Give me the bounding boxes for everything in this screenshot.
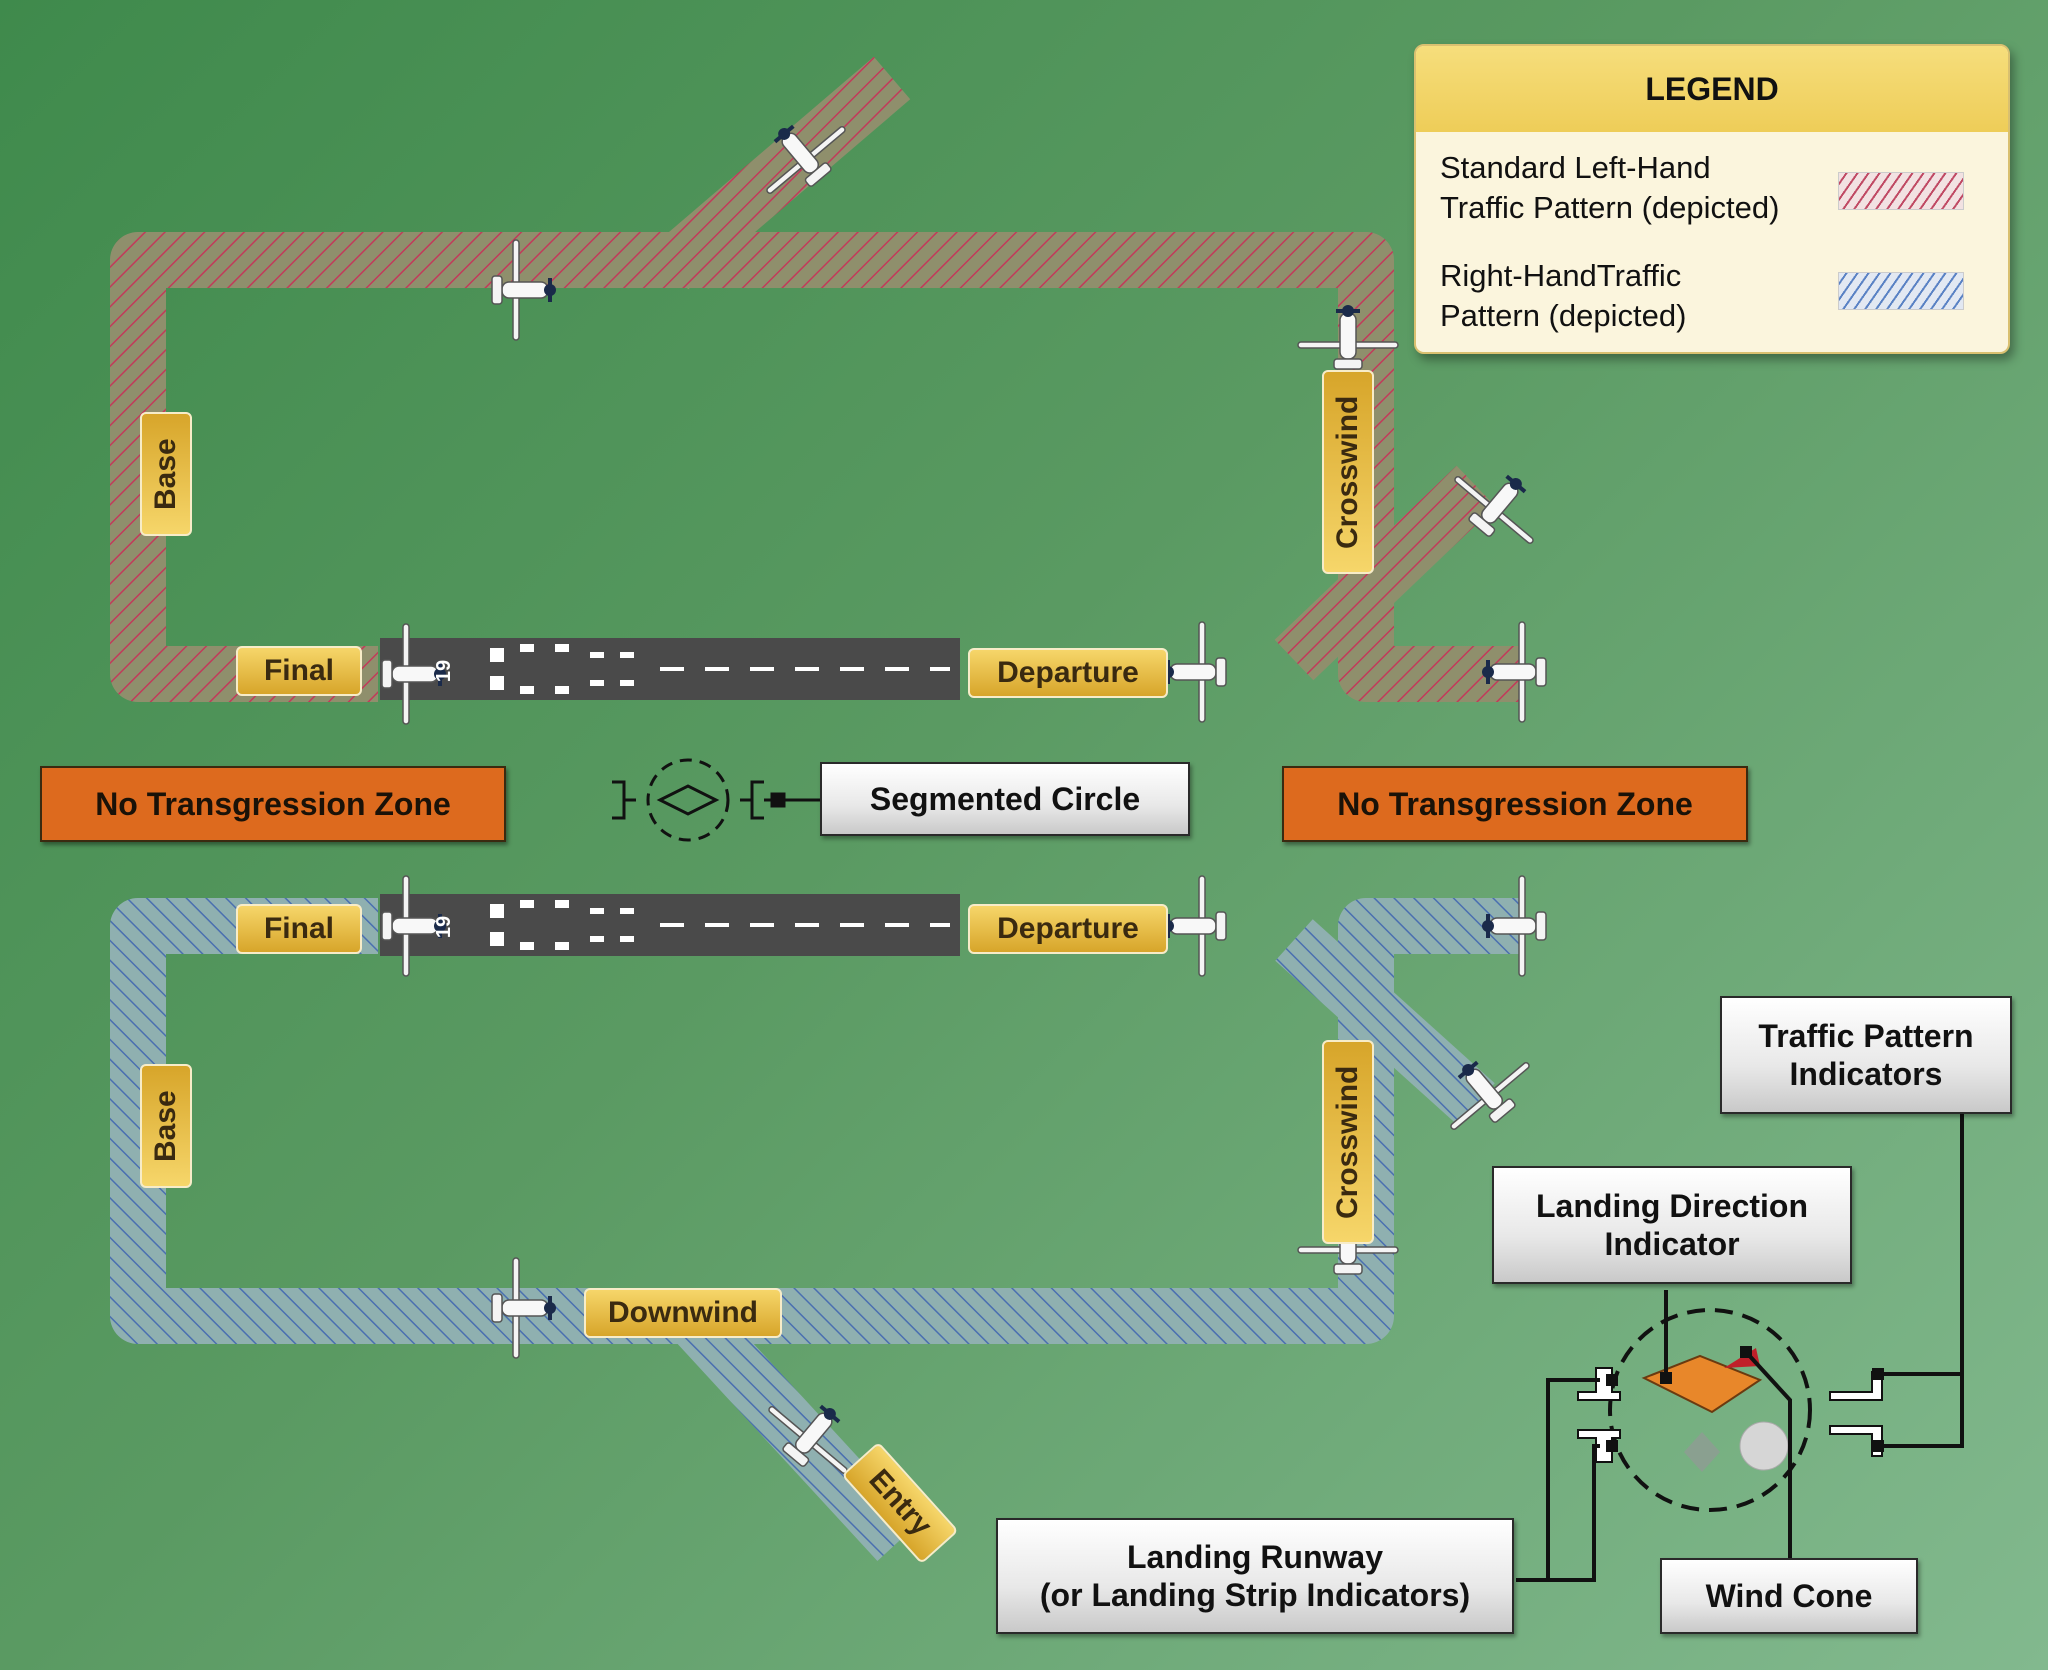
landing-tee-icon (1641, 1354, 1763, 1414)
top-runway-number: 19 (433, 659, 455, 683)
top-runway-markings (490, 644, 950, 694)
left-hand-pattern (110, 56, 1559, 725)
airplane-icon (1161, 621, 1227, 723)
bottom-base-label: Base (140, 1064, 192, 1188)
bottom-final-label: Final (236, 904, 362, 954)
segmented-circle-icon (612, 758, 820, 842)
legend-title: LEGEND (1416, 46, 2008, 132)
top-base-label: Base (140, 412, 192, 536)
bottom-runway-number: 19 (433, 915, 455, 939)
airplane-icon (1481, 875, 1547, 977)
bottom-downwind-label: Downwind (584, 1288, 782, 1338)
legend-right-hand-label: Right-HandTraffic Pattern (depicted) (1440, 258, 1687, 334)
bottom-runway-markings (490, 900, 950, 950)
top-crosswind-label: Crosswind (1322, 370, 1374, 574)
segmented-circle-detail (1516, 1114, 1964, 1582)
bottom-departure-label: Departure (968, 904, 1168, 954)
landing-direction-indicator-callout: Landing Direction Indicator (1492, 1166, 1852, 1284)
no-transgression-zone-left: No Transgression Zone (40, 766, 506, 842)
bottom-crosswind-label: Crosswind (1322, 1040, 1374, 1244)
airplane-icon (1481, 621, 1547, 723)
segmented-circle-callout: Segmented Circle (820, 762, 1190, 836)
legend-left-hand-label: Standard Left-Hand Traffic Pattern (depi… (1440, 150, 1780, 226)
traffic-pattern-indicators-callout: Traffic Pattern Indicators (1720, 996, 2012, 1114)
legend: LEGEND Standard Left-Hand Traffic Patter… (1414, 44, 2010, 354)
top-pattern-loop (110, 232, 1520, 702)
top-final-label: Final (236, 646, 362, 696)
legend-left-hand-swatch (1838, 172, 1964, 210)
airplane-icon (1161, 875, 1227, 977)
landing-runway-callout: Landing Runway (or Landing Strip Indicat… (996, 1518, 1514, 1634)
bottom-crosswind-leg (1275, 919, 1495, 1125)
legend-right-hand-swatch (1838, 272, 1964, 310)
top-crosswind-leg (1274, 465, 1496, 681)
top-departure-label: Departure (968, 648, 1168, 698)
top-departure-leg (651, 56, 911, 290)
wind-cone-callout: Wind Cone (1660, 1558, 1918, 1634)
no-transgression-zone-right: No Transgression Zone (1282, 766, 1748, 842)
